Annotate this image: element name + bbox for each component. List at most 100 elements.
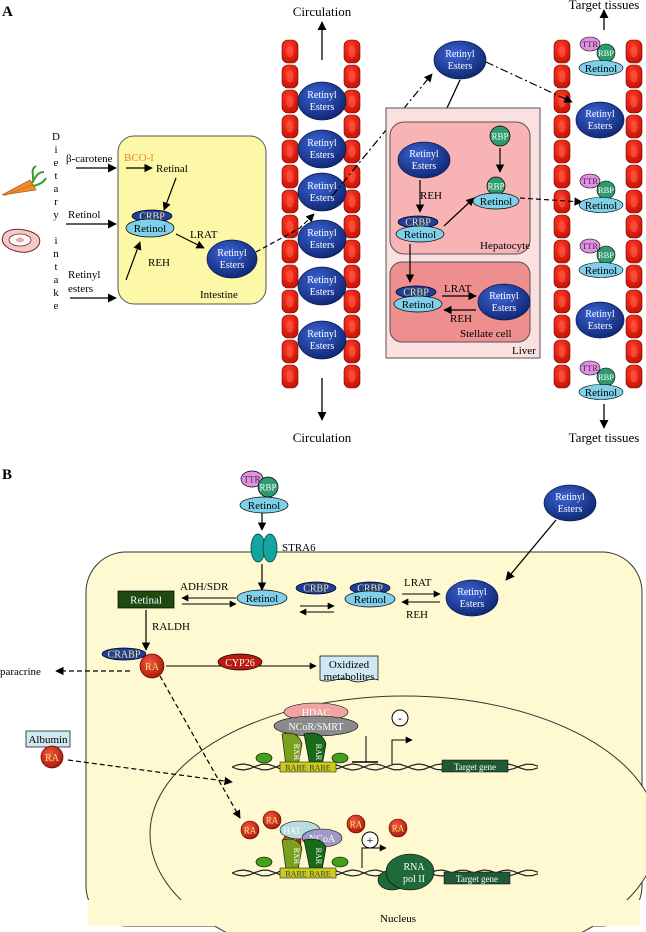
b-lrat-label: LRAT xyxy=(404,577,432,589)
ra-molecule: RA xyxy=(262,810,282,830)
retinal-label: Retinal xyxy=(156,163,188,175)
svg-text:CYP26: CYP26 xyxy=(225,658,254,669)
svg-text:CRBP: CRBP xyxy=(357,584,383,595)
b-crbp-retinol: CRBP Retinol xyxy=(344,581,396,608)
activation-symbol xyxy=(361,831,379,849)
svg-text:RXR: RXR xyxy=(292,848,301,865)
oxidized-metabolites-box: Oxidized metabolites xyxy=(319,655,379,683)
dietary-letter: D xyxy=(52,131,60,143)
stellate-lrat-label: LRAT xyxy=(444,283,472,295)
svg-text:RARE: RARE xyxy=(309,764,330,773)
svg-text:RBP: RBP xyxy=(598,372,614,382)
svg-text:Retinyl: Retinyl xyxy=(307,275,337,286)
svg-text:metabolites: metabolites xyxy=(324,671,375,683)
svg-text:Retinyl: Retinyl xyxy=(307,138,337,149)
svg-text:TTR: TTR xyxy=(244,475,261,485)
hepatocyte-retinyl-esters: Retinyl Esters xyxy=(397,141,451,179)
svg-text:Esters: Esters xyxy=(558,504,583,515)
dietary-letter: e xyxy=(54,157,59,169)
svg-text:Retinal: Retinal xyxy=(130,595,162,607)
beta-carotene-label: β-carotene xyxy=(66,153,113,165)
dietary-letter: r xyxy=(54,196,58,208)
svg-text:Esters: Esters xyxy=(310,150,335,161)
svg-text:Esters: Esters xyxy=(588,321,613,332)
stellate-reh-label: REH xyxy=(450,313,472,325)
stellate-retinyl-esters: Retinyl Esters xyxy=(477,283,531,321)
svg-text:RBP: RBP xyxy=(259,483,276,493)
svg-text:Esters: Esters xyxy=(310,341,335,352)
svg-text:Retinol: Retinol xyxy=(585,265,617,277)
circulation-top-label: Circulation xyxy=(293,4,352,19)
svg-text:RA: RA xyxy=(244,826,257,836)
svg-text:Target gene: Target gene xyxy=(454,762,496,772)
svg-text:TTR: TTR xyxy=(582,39,598,49)
dietary-letter: e xyxy=(54,300,59,312)
dietary-letter: a xyxy=(54,274,59,286)
svg-text:RARE: RARE xyxy=(285,870,306,879)
svg-text:Esters: Esters xyxy=(492,303,517,314)
svg-text:Retinol: Retinol xyxy=(404,229,436,241)
hepatocyte-label: Hepatocyte xyxy=(480,240,530,252)
dietary-letter: t xyxy=(54,170,57,182)
svg-text:RXR: RXR xyxy=(292,744,301,761)
b-retinyl-esters-inside: Retinyl Esters xyxy=(445,579,499,617)
retinyl-input-label-2: esters xyxy=(68,283,93,295)
b-retinol: Retinol xyxy=(236,589,288,607)
svg-text:Retinyl: Retinyl xyxy=(555,492,585,503)
svg-text:Retinol: Retinol xyxy=(585,387,617,399)
svg-text:RBP: RBP xyxy=(598,48,614,58)
adh-sdr-label: ADH/SDR xyxy=(180,581,229,593)
svg-text:CRBP: CRBP xyxy=(303,584,329,595)
svg-text:CRBP: CRBP xyxy=(139,212,165,223)
target-vessel-contents: TTRRBPRetinolRetinylEstersTTRRBPRetinolT… xyxy=(575,36,625,400)
svg-text:RA: RA xyxy=(350,820,363,830)
svg-text:RA: RA xyxy=(145,662,160,673)
svg-text:Retinyl: Retinyl xyxy=(307,181,337,192)
svg-text:Retinol: Retinol xyxy=(354,594,386,606)
svg-text:RBP: RBP xyxy=(487,182,504,192)
svg-text:RBP: RBP xyxy=(598,185,614,195)
svg-text:HDAC: HDAC xyxy=(302,708,331,719)
svg-text:RARE: RARE xyxy=(285,764,306,773)
carrot-icon xyxy=(1,165,47,197)
svg-text:Retinol: Retinol xyxy=(134,223,166,235)
minus-sign: - xyxy=(398,711,402,725)
svg-text:Esters: Esters xyxy=(310,102,335,113)
dietary-letter: n xyxy=(53,248,59,260)
svg-text:RBP: RBP xyxy=(491,132,508,142)
svg-text:Esters: Esters xyxy=(310,193,335,204)
nucleus-label: Nucleus xyxy=(380,913,416,925)
panel-b-label: B xyxy=(2,467,12,483)
ra-molecule: RA xyxy=(388,818,408,838)
intestine-lrat-label: LRAT xyxy=(190,229,218,241)
svg-text:pol II: pol II xyxy=(403,874,425,885)
intestine-reh-label: REH xyxy=(148,257,170,269)
svg-text:Retinyl: Retinyl xyxy=(445,49,475,60)
svg-text:Retinyl: Retinyl xyxy=(489,291,519,302)
dietary-letter: y xyxy=(53,209,59,221)
svg-text:Esters: Esters xyxy=(310,240,335,251)
svg-text:Retinol: Retinol xyxy=(480,196,512,208)
svg-text:Retinyl: Retinyl xyxy=(217,248,247,259)
svg-text:TTR: TTR xyxy=(582,363,598,373)
svg-text:Retinol: Retinol xyxy=(585,63,617,75)
b-retinal-box: Retinal xyxy=(117,590,175,609)
b-reh-label: REH xyxy=(406,609,428,621)
svg-text:Retinol: Retinol xyxy=(585,200,617,212)
activator-complex: HAT NCoA RXR RAR RARE RARE xyxy=(255,820,349,879)
nucleus xyxy=(149,695,646,932)
repression-symbol xyxy=(391,709,409,727)
svg-text:Esters: Esters xyxy=(460,599,485,610)
target-gene-lower: Target gene xyxy=(443,871,511,885)
stellate-crbp-complex: CRBP Retinol xyxy=(393,285,443,313)
svg-text:Oxidized: Oxidized xyxy=(329,659,370,671)
panel-a-label: A xyxy=(2,4,13,20)
